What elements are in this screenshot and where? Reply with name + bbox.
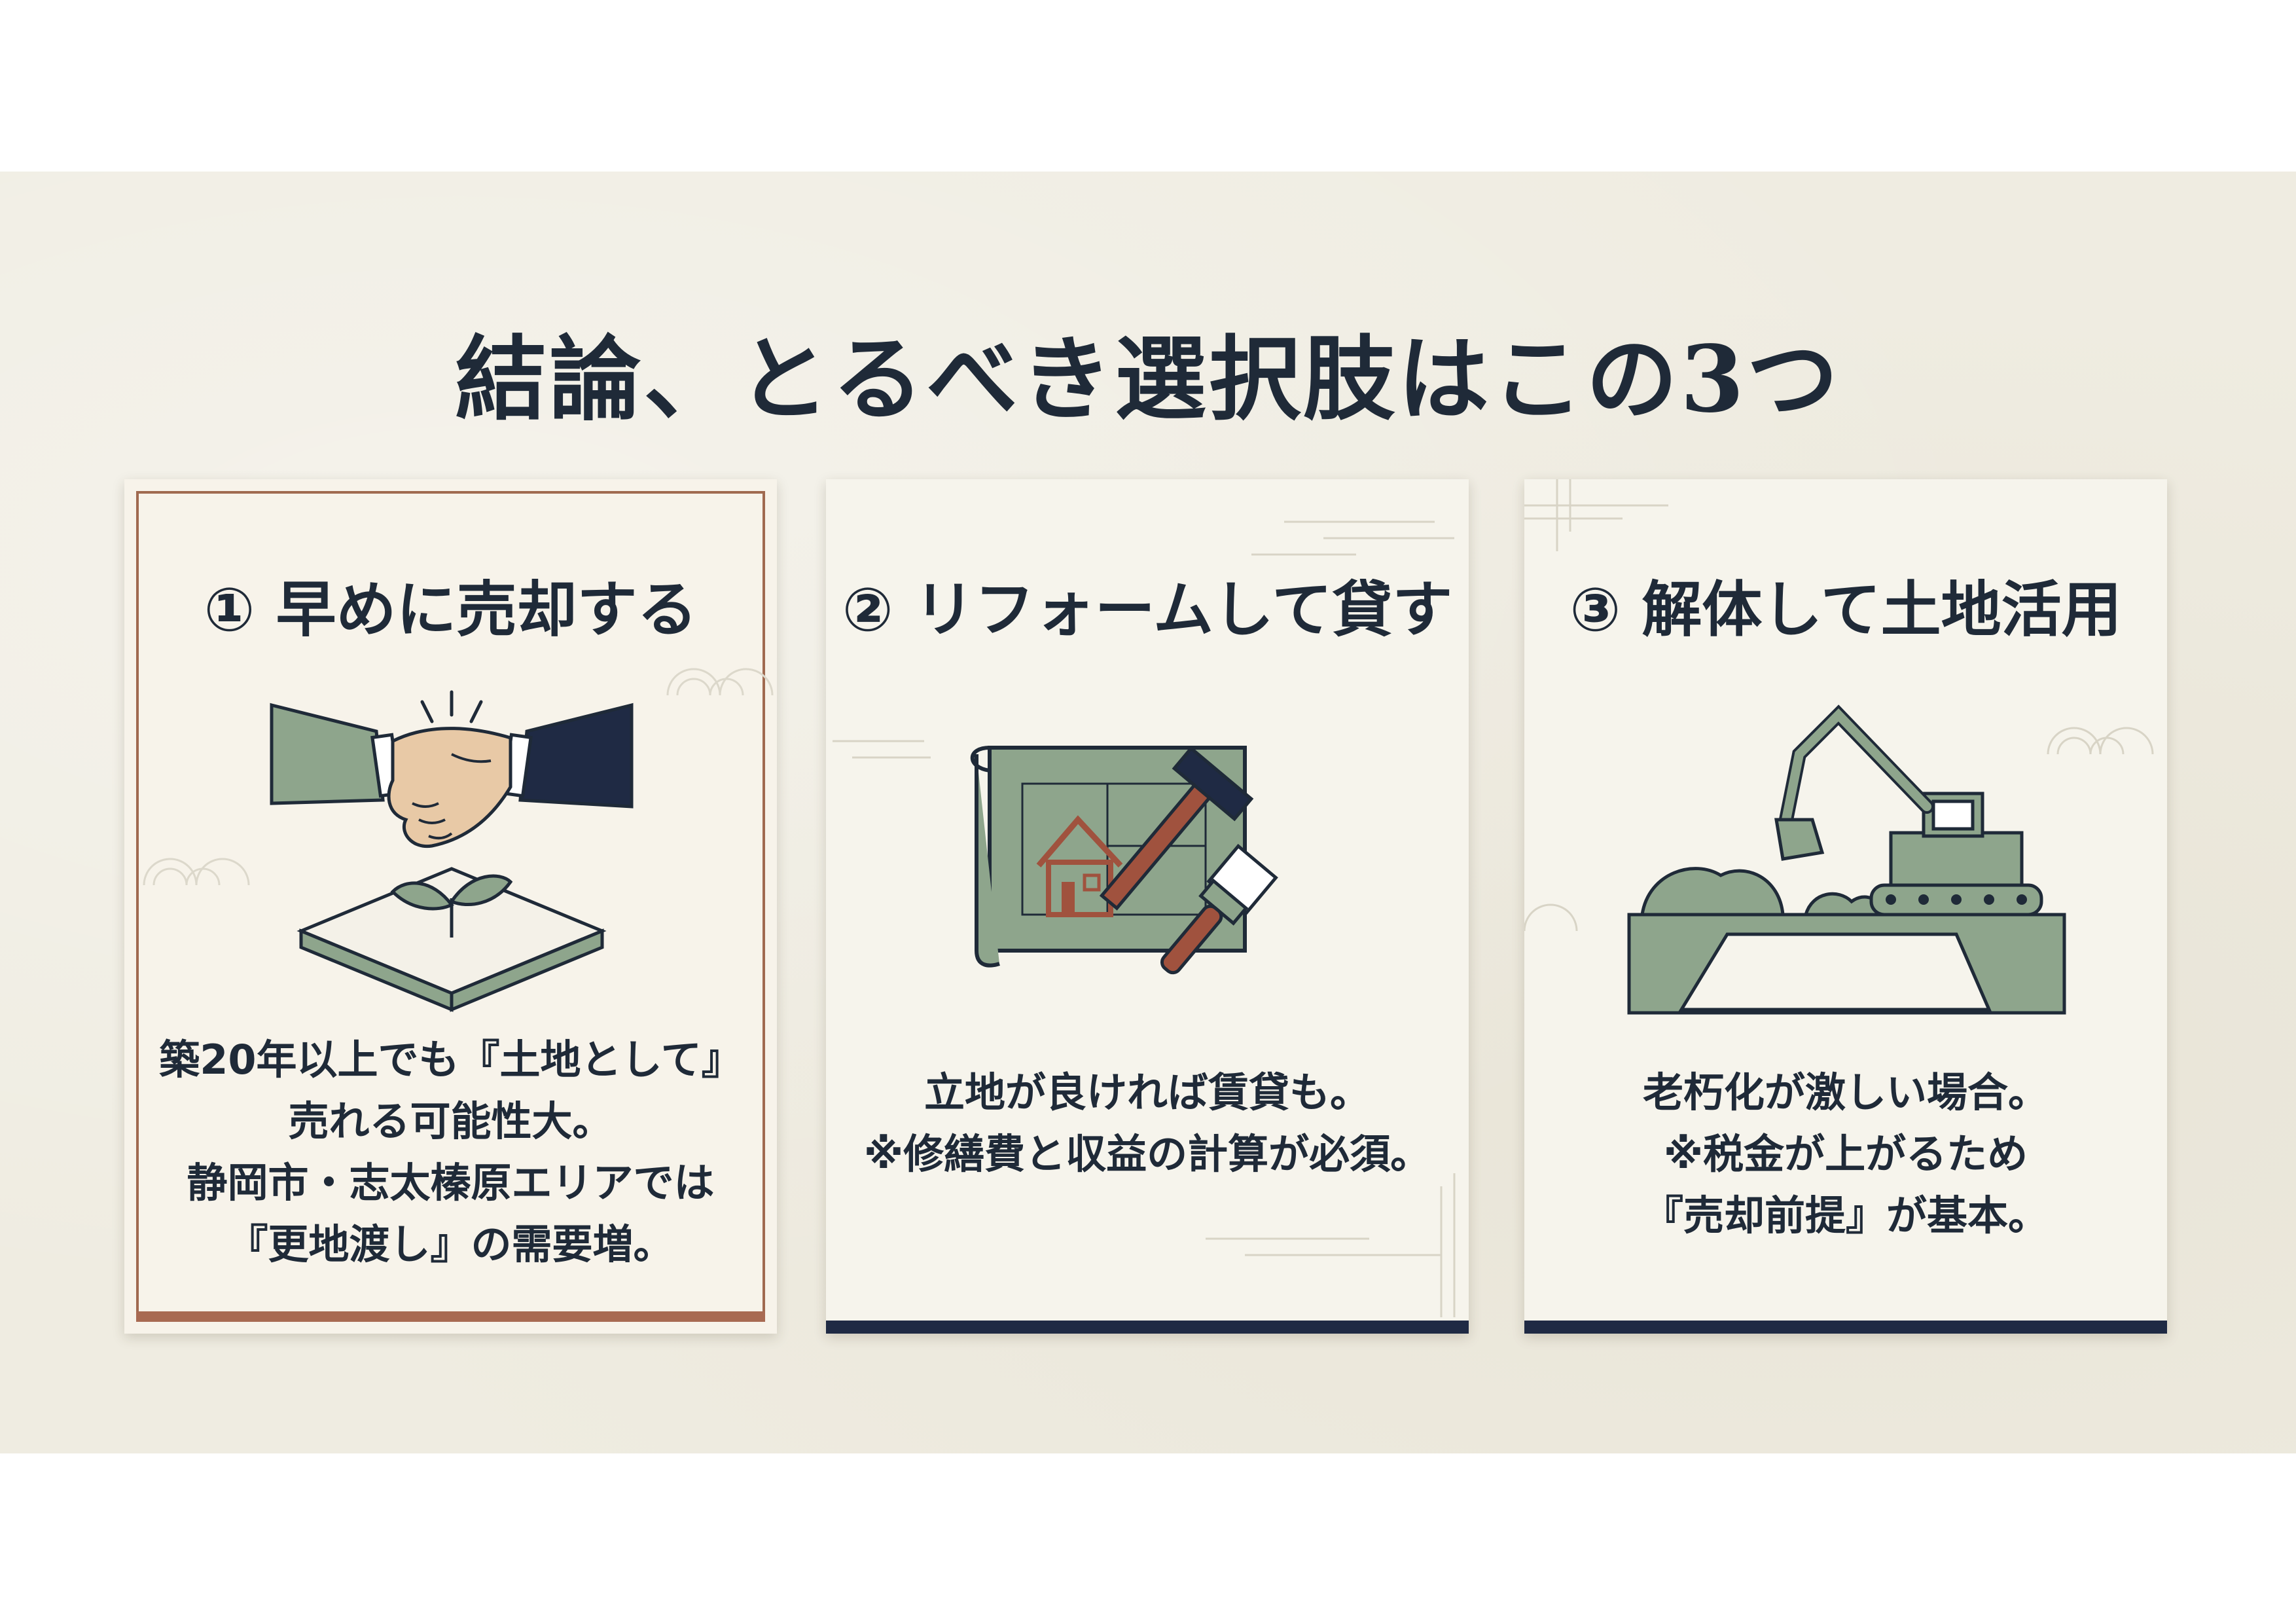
body-line: 立地が良ければ賃貸も。 xyxy=(924,1068,1371,1116)
body-line: ※修繕費と収益の計算が必須。 xyxy=(863,1130,1431,1178)
card-accent-bar xyxy=(1524,1321,2167,1334)
option-card-demolish: ③ 解体して土地活用 xyxy=(1524,479,2167,1334)
card-title: ② リフォームして貸す xyxy=(842,575,1453,645)
card-accent-bar xyxy=(136,1311,765,1322)
body-line: 老朽化が激しい場合。 xyxy=(1642,1068,2049,1116)
body-line: 売れる可能性大。 xyxy=(288,1097,613,1145)
excavator-land-icon xyxy=(1524,479,2154,1015)
body-line: 静岡市・志太榛原エリアでは xyxy=(187,1159,715,1207)
handshake-sprout-icon xyxy=(143,668,774,1012)
card-body: 立地が良ければ賃貸も。 ※修繕費と収益の計算が必須。 xyxy=(826,1062,1469,1185)
card-title: ③ 解体して土地活用 xyxy=(1570,575,2122,645)
slide-title: 結論、とるべき選択肢はこの3つ xyxy=(455,326,1841,433)
body-line: ※税金が上がるため xyxy=(1663,1130,2028,1178)
body-line: 『更地渡し』の需要増。 xyxy=(227,1220,674,1268)
card-accent-bar xyxy=(826,1321,1469,1334)
blueprint-hammer-brush-icon xyxy=(833,520,1456,1317)
option-card-rent: ② リフォームして貸す xyxy=(826,479,1469,1334)
body-line: 『売却前提』が基本。 xyxy=(1642,1192,2049,1239)
slide: 結論、とるべき選択肢はこの3つ ① 早めに売却する xyxy=(0,172,2296,1453)
card-title: ① 早めに売却する xyxy=(204,575,698,645)
body-line: 築20年以上でも『土地として』 xyxy=(159,1036,742,1084)
option-card-sell: ① 早めに売却する xyxy=(124,479,777,1334)
card-body: 築20年以上でも『土地として』 売れる可能性大。 静岡市・志太榛原エリアでは 『… xyxy=(124,1029,777,1275)
card-body: 老朽化が激しい場合。 ※税金が上がるため 『売却前提』が基本。 xyxy=(1524,1062,2167,1247)
